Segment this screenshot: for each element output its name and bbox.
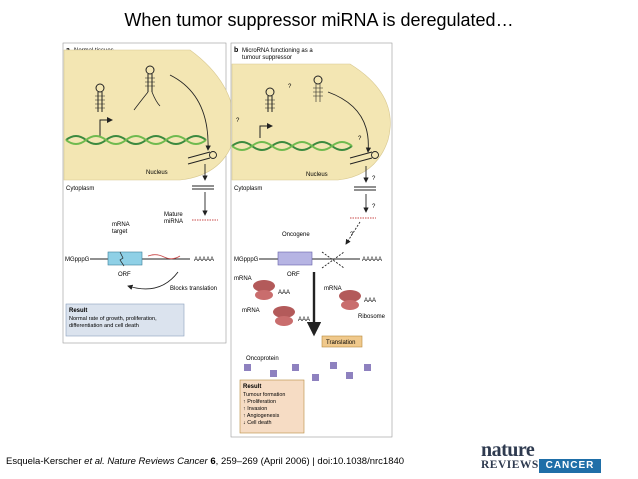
panel-b-letter: b (234, 47, 238, 54)
panel-a-export-arrow (169, 74, 211, 151)
panel-b-title-1: MicroRNA functioning as a (242, 48, 313, 54)
panel-b-mrna-label-3: mRNA (324, 286, 342, 292)
citation-journal: Nature Reviews Cancer (104, 456, 211, 467)
panel-a-result-box (65, 303, 185, 337)
panel-b-result-box (239, 379, 305, 434)
panel-b-question-4: ? (372, 176, 376, 182)
panel-b-duplex (354, 186, 376, 191)
panel-b-result-line3: ↑ Invasion (243, 406, 267, 412)
panel-a-promoter-arrow (99, 117, 113, 136)
citation-rest: , 259–269 (April 2006) | doi:10.1038/nrc… (215, 456, 405, 467)
panel-b-cap: MGpppG (234, 257, 259, 263)
mirna-figure: a Normal tissues Nucleus Cytopl (62, 42, 393, 438)
panel-b-ribosome-3 (339, 290, 361, 310)
panel-b-ribosome-2 (273, 306, 295, 326)
panel-b-nucleus (231, 63, 391, 181)
panel-a-mature-label-2: miRNA (164, 219, 183, 225)
panel-b-result-heading: Result (243, 384, 261, 390)
panel-a-mrna-label-1: mRNA (112, 222, 130, 228)
panel-b-oncogene-label: Oncogene (282, 232, 310, 238)
slide-title: When tumor suppressor miRNA is deregulat… (124, 10, 514, 30)
panel-a-cytoplasm-label: Cytoplasm (66, 186, 94, 192)
panel-b-aaa-1: AAA (278, 290, 290, 296)
panel-b-translation-box (321, 335, 363, 348)
panel-a-hairpin-right (133, 65, 161, 111)
panel-b-result-line5: ↓ Cell death (243, 420, 271, 426)
panel-b-mrna-label-1: mRNA (234, 276, 252, 282)
panel-b-export-arrow (327, 91, 372, 153)
logo-cancer-badge: CANCER (539, 459, 601, 473)
panel-b-result-line1: Tumour formation (243, 392, 285, 398)
panel-b-tail: AAAAA (362, 257, 382, 263)
panel-a-cap: MGpppG (65, 257, 90, 263)
panel-a-result-heading: Result (69, 308, 87, 314)
nature-reviews-cancer-logo: nature REVIEWS CANCER (481, 439, 633, 475)
panel-a-tail: AAAAA (194, 257, 214, 263)
panel-b-hairpin-right (313, 75, 323, 102)
panel-b-dna-helix (231, 141, 353, 151)
panel-b-question-1: ? (288, 84, 292, 90)
panel-a-mature-label-1: Mature (164, 212, 183, 218)
panel-a-blocks-label: Blocks translation (170, 286, 217, 292)
panel-a-result-line1: Normal rate of growth, proliferation, (69, 316, 157, 322)
panel-b-question-3: ? (358, 136, 362, 142)
panel-a-mrna-label-2: target (112, 229, 128, 235)
panel-b-mrna-label-2: mRNA (242, 308, 260, 314)
panel-a-target-box (107, 251, 143, 266)
panel-b-oncoproteins (244, 362, 371, 381)
panel-a-duplex (192, 185, 214, 190)
panel-b-result-line4: ↑ Angiogenesis (243, 413, 280, 419)
citation-authors: Esquela-Kerscher (6, 456, 85, 467)
panel-a-nucleus (63, 49, 236, 181)
panel-b-cytoplasm-label: Cytoplasm (234, 186, 262, 192)
panel-b-pre-mirna (349, 151, 379, 165)
panel-a-orf: ORF (118, 272, 131, 278)
panel-b-result-line2: ↑ Proliferation (243, 399, 276, 405)
panel-b-question-5: ? (372, 204, 376, 210)
logo-nature-word: nature (481, 439, 535, 461)
panel-b-oncoprotein-label: Oncoprotein (246, 356, 279, 362)
panel-a-hairpin-left (95, 83, 105, 112)
panel-b-promoter-arrow (259, 123, 273, 138)
panel-b-blocked-mirna (321, 251, 345, 269)
panel-b-translation-label: Translation (326, 340, 355, 346)
panel-b: b MicroRNA functioning as a tumour suppr… (230, 42, 393, 438)
panel-a-nucleus-label: Nucleus (146, 170, 168, 176)
panel-b-oncogene-box (277, 251, 313, 266)
panel-a-cleave-mark (119, 251, 125, 267)
panel-b-question-2: ? (236, 118, 240, 124)
panel-a: a Normal tissues Nucleus Cytopl (62, 42, 236, 344)
panel-b-aaa-2: AAA (298, 317, 310, 323)
panel-a-block-arrow (127, 271, 179, 290)
panel-a-pre-mirna (187, 151, 217, 165)
panel-b-ribosome-label: Ribosome (358, 314, 386, 320)
panel-b-hairpin-left (265, 87, 275, 112)
citation-etal: et al. (84, 456, 105, 467)
citation: Esquela-Kerscher et al. Nature Reviews C… (6, 456, 404, 467)
panel-b-question-6: ? (350, 232, 354, 238)
panel-a-dna-helix (65, 135, 207, 145)
panel-b-aaa-3: AAA (364, 298, 376, 304)
panel-b-dashed-arrow (345, 221, 361, 245)
panel-b-orf: ORF (287, 272, 300, 278)
panel-b-ribosome-1 (253, 280, 275, 300)
citation-volume: 6 (210, 456, 216, 467)
panel-b-nucleus-label: Nucleus (306, 172, 328, 178)
panel-a-bound-mirna (147, 254, 181, 260)
panel-b-title-2: tumour suppressor (242, 55, 292, 61)
panel-a-result-line2: differentiation and cell death (69, 323, 139, 329)
logo-reviews-word: REVIEWS (481, 459, 539, 471)
